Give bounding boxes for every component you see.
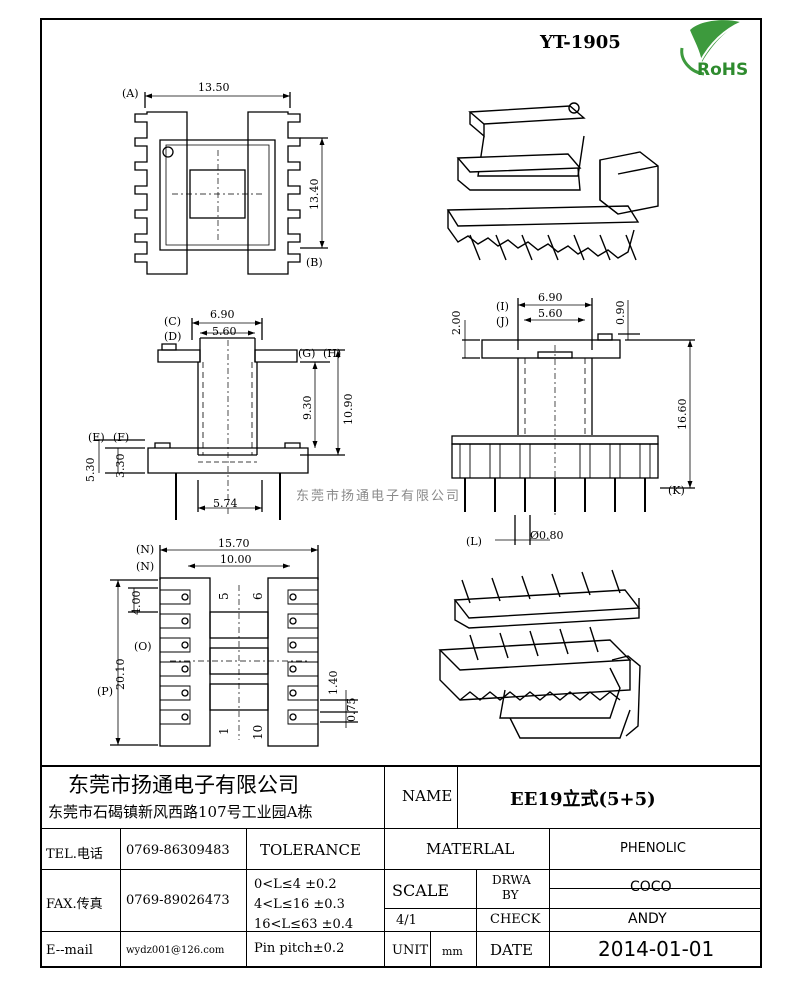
front-outer-dim: 6.90	[210, 308, 235, 321]
tel-value: 0769-86309483	[126, 843, 230, 858]
isometric-view-bottom	[438, 569, 641, 739]
rohs-logo: RoHS	[680, 20, 748, 80]
pin-number-1: 1	[217, 727, 231, 735]
drwa-value: COCO	[630, 879, 672, 895]
side-pin-dim: Ø0.80	[530, 529, 564, 542]
top-width-dim: 13.50	[198, 81, 230, 94]
tolerance-pin-pitch: Pin pitch±0.2	[254, 941, 345, 956]
label-k: (K)	[668, 484, 685, 497]
label-f: (F)	[113, 431, 129, 444]
email-value: wydz001@126.com	[126, 945, 225, 956]
bottom-pin2-dim: 0.75	[345, 698, 358, 723]
material-label: MATERLAL	[426, 840, 515, 858]
fax-label: FAX.传真	[46, 897, 103, 912]
rohs-logo-text: RoHS	[697, 60, 748, 80]
name-label: NAME	[402, 787, 453, 805]
check-value: ANDY	[628, 911, 667, 927]
company-address: 东莞市石碣镇新风西路107号工业园A栋	[48, 803, 313, 821]
side-right-dim: 0.90	[614, 301, 627, 326]
tolerance-label: TOLERANCE	[260, 841, 361, 859]
tel-label: TEL.电话	[46, 847, 103, 862]
fax-value: 0769-89026473	[126, 893, 230, 908]
bottom-outer-dim: 15.70	[218, 537, 250, 550]
side-left-dim: 2.00	[450, 311, 463, 336]
check-label: CHECK	[490, 912, 541, 927]
scale-label: SCALE	[392, 881, 450, 900]
front-base1-dim: 3.30	[114, 454, 127, 479]
label-d: (D)	[164, 330, 181, 343]
front-h2-dim: 10.90	[342, 394, 355, 426]
date-label: DATE	[490, 941, 533, 959]
label-b: (B)	[306, 256, 323, 269]
tolerance-range-1: 0<L≤4 ±0.2	[254, 877, 337, 892]
bottom-view	[110, 545, 358, 747]
email-label: E--mail	[46, 943, 93, 958]
technical-drawing: YT-1905 RoHS 13.50 13.40 (A) (B)	[84, 20, 748, 747]
tolerance-range-3: 16<L≤63 ±0.4	[254, 917, 354, 932]
watermark-text: 东莞市扬通电子有限公司	[296, 488, 461, 504]
side-height-dim: 16.60	[676, 399, 689, 431]
scale-value: 4/1	[396, 913, 417, 928]
drwa-label: DRWA	[492, 873, 531, 887]
title-block: 东莞市扬通电子有限公司 东莞市石碣镇新风西路107号工业园A栋 NAME EE1…	[40, 765, 762, 968]
tolerance-range-2: 4<L≤16 ±0.3	[254, 897, 345, 912]
pin-number-10: 10	[251, 725, 265, 740]
label-l: (L)	[466, 535, 482, 548]
company-name: 东莞市扬通电子有限公司	[68, 773, 299, 797]
part-code: YT-1905	[539, 32, 621, 53]
top-view	[134, 92, 328, 275]
bottom-pitch-dim: 4.00	[130, 591, 143, 616]
bottom-inner-dim: 10.00	[220, 553, 252, 566]
front-inner-dim: 5.60	[212, 325, 237, 338]
label-i: (I)	[496, 300, 509, 313]
bottom-pin1-dim: 1.40	[327, 671, 340, 696]
label-n1: (N)	[136, 543, 154, 556]
front-view	[95, 318, 345, 520]
material-value: PHENOLIC	[620, 841, 686, 856]
label-g: (G)	[298, 347, 315, 360]
isometric-view-top	[446, 102, 659, 261]
label-e: (E)	[88, 431, 105, 444]
name-value: EE19立式(5+5)	[510, 789, 656, 810]
label-p: (P)	[97, 685, 113, 698]
label-n2: (N)	[136, 560, 154, 573]
front-h1-dim: 9.30	[301, 396, 314, 421]
label-a: (A)	[122, 87, 139, 100]
date-value: 2014-01-01	[598, 937, 715, 961]
label-o: (O)	[134, 640, 152, 653]
bottom-height-dim: 20.10	[114, 659, 127, 691]
side-inner-dim: 5.60	[538, 307, 563, 320]
by-label: BY	[502, 888, 519, 902]
unit-value: mm	[442, 945, 463, 958]
front-base2-dim: 5.30	[84, 458, 97, 483]
label-c: (C)	[164, 315, 181, 328]
side-outer-dim: 6.90	[538, 291, 563, 304]
top-height-dim: 13.40	[308, 179, 321, 211]
unit-label: UNIT	[392, 943, 429, 958]
side-view	[451, 298, 695, 545]
front-bottom-dim: 5.74	[213, 497, 238, 510]
label-h: (H)	[323, 347, 341, 360]
pin-number-5: 5	[217, 592, 231, 600]
drawing-frame	[40, 18, 762, 968]
pin-number-6: 6	[251, 592, 265, 600]
label-j: (J)	[496, 315, 509, 328]
